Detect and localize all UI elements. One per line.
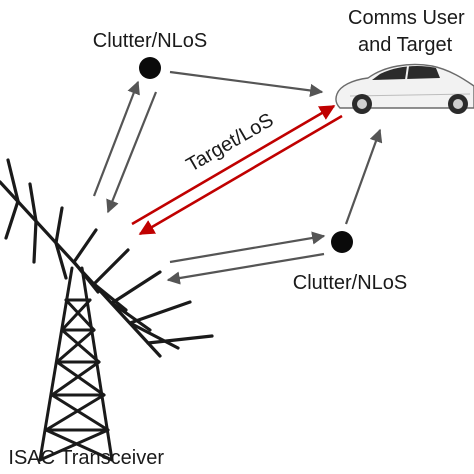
los-to-target-arrow [131,104,336,226]
clutter-top-dot-icon [139,57,161,79]
antenna-to-clutter-bottom-arrow [169,231,326,264]
car-icon [335,63,474,114]
comms-user-label-line2: and Target [358,34,453,56]
clutter-bottom-label: Clutter/NLoS [293,272,408,294]
los-from-target-arrow [138,114,343,236]
lattice-tower-icon [38,266,114,462]
comms-user-label-line1: Comms User [348,7,465,29]
log-periodic-antenna-icon [0,158,214,358]
clutter-top-label: Clutter/NLoS [93,30,208,52]
clutter-bottom-dot-icon [331,231,353,253]
nlos-paths [92,70,383,285]
clutter-bottom-to-antenna-arrow [166,252,325,285]
antenna-to-clutter-top-arrow [92,80,140,197]
clutter-top-to-antenna-arrow [106,91,158,214]
isac-transceiver-label: ISAC Transceiver [8,447,164,469]
clutter-top-to-car-arrow [169,70,324,97]
car-to-clutter-bottom-arrow [344,128,383,225]
los-paths [131,104,343,236]
